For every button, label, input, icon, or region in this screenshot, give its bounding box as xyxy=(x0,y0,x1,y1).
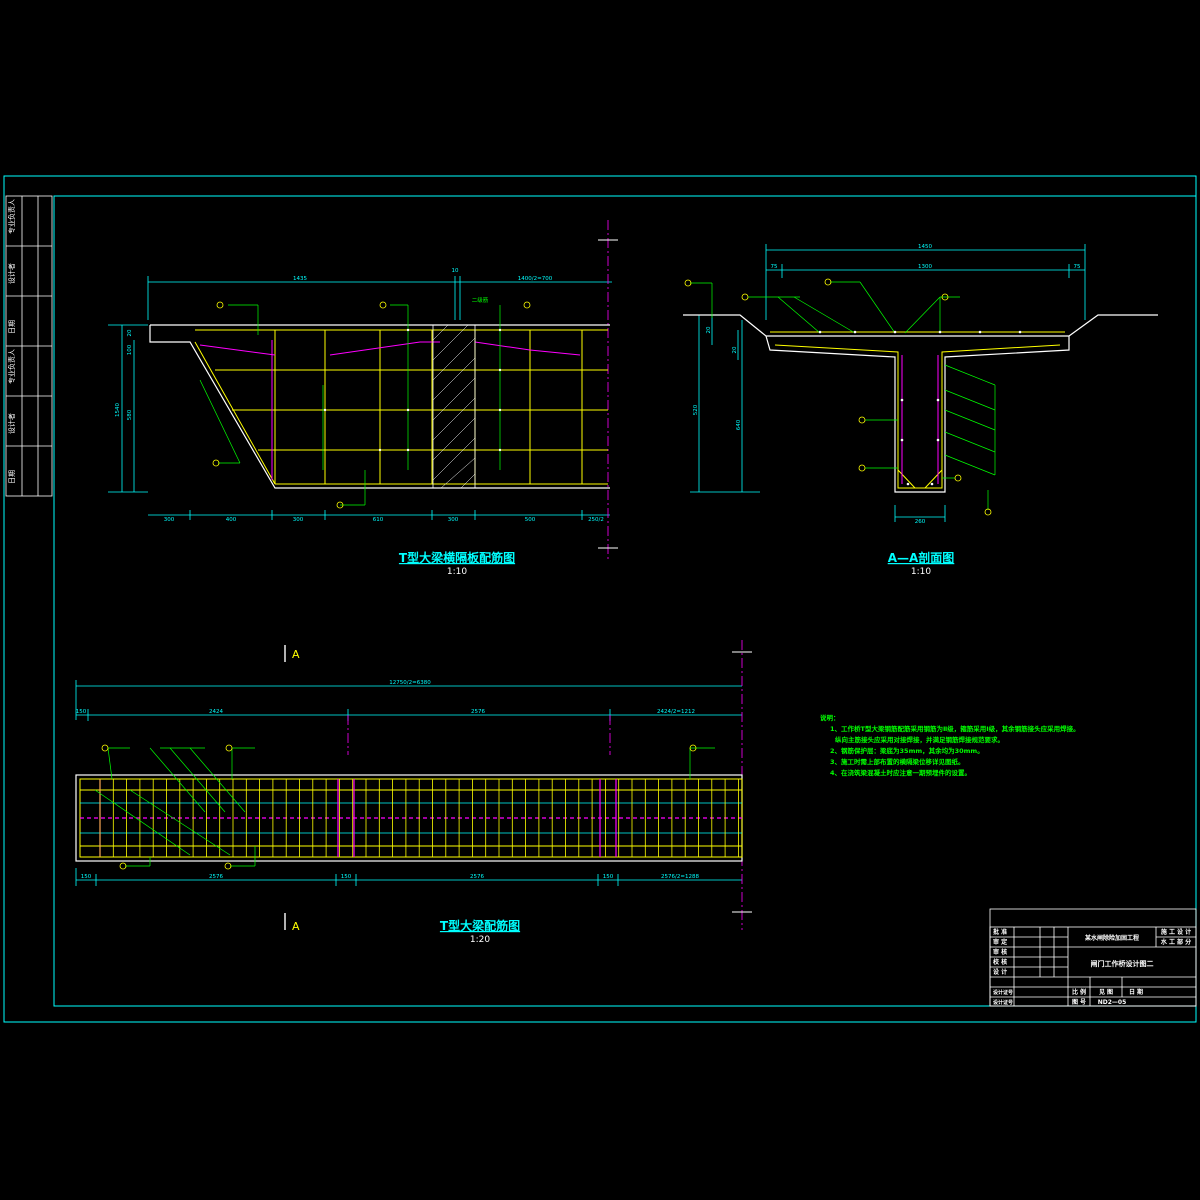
tb-stage-2: 水 工 部 分 xyxy=(1161,938,1191,946)
tb-row-3: 审 核 xyxy=(993,948,1007,956)
tb-number-value: ND2—05 xyxy=(1098,999,1127,1006)
dia-double-label: 二级筋 xyxy=(472,296,489,304)
beam-top-dim-4: 150 xyxy=(76,709,87,715)
tb-number-label: 图 号 xyxy=(1072,998,1086,1006)
title-block-text: 批 准 审 定 审 核 校 核 设 计 设计证号 设计证号 某水闸除险加固工程 … xyxy=(993,928,1191,1006)
tb-row-4: 校 核 xyxy=(993,958,1007,966)
left-strip-cell-3: 日期 xyxy=(8,320,16,334)
dia-top-dim-2: 10 xyxy=(452,268,459,274)
tb-row-5: 设 计 xyxy=(993,968,1007,976)
tb-stage-1: 施 工 设 计 xyxy=(1161,928,1191,936)
tb-scale-label: 比 例 xyxy=(1072,988,1086,996)
inner-frame xyxy=(53,195,1197,1007)
sec-top-dim-4: 75 xyxy=(1074,264,1081,270)
tb-drawing-name: 闸门工作桥设计图二 xyxy=(1091,959,1154,968)
dia-top-dim-3: 1400/2=700 xyxy=(518,276,553,282)
dia-bottom-dim-4: 610 xyxy=(373,517,384,523)
dia-bottom-dim-2: 400 xyxy=(226,517,237,523)
sec-top-dim-3: 75 xyxy=(771,264,778,270)
left-strip-labels: 专业负责人 设计者 日期 专业负责人 设计者 日期 xyxy=(7,199,16,484)
sec-top-dim-1: 1450 xyxy=(918,244,932,250)
section-marks: A A xyxy=(284,645,300,933)
tb-project: 某水闸除险加固工程 xyxy=(1085,934,1139,942)
beam-scale: 1:20 xyxy=(470,935,490,945)
section-aa-scale: 1:10 xyxy=(911,567,931,577)
sec-top-dim-2: 1300 xyxy=(918,264,932,270)
notes-line-2: 纵向主筋接头应采用对接焊接，并满足钢筋焊接规范要求。 xyxy=(835,735,1004,744)
section-mark-top: A xyxy=(292,648,300,661)
dia-bottom-dim-3: 300 xyxy=(293,517,304,523)
beam-title: T型大梁配筋图 xyxy=(440,918,520,933)
diaphragm-drawing xyxy=(108,220,618,560)
title-block xyxy=(989,908,1197,1007)
notes-line-4: 3、施工时需上部布置的横隔梁位移详见图纸。 xyxy=(830,757,965,766)
beam-labels: 12750/2=6380 2424 2576 2424/2=1212 150 1… xyxy=(76,680,700,880)
notes-line-1: 1、工作桥T型大梁钢筋配筋采用钢筋为Ⅱ级，箍筋采用Ⅰ级，其余钢筋接头应采用焊接。 xyxy=(830,724,1080,733)
left-strip-cell-5: 设计者 xyxy=(7,413,16,434)
dia-left-dim-4: 20 xyxy=(127,329,133,336)
beam-bottom-dim-5: 150 xyxy=(603,874,614,880)
dia-left-dim-1: 1540 xyxy=(115,403,121,417)
section-aa-labels: 1450 1300 75 75 20 20 520 640 260 xyxy=(693,244,1081,525)
tb-row-7: 设计证号 xyxy=(993,999,1013,1006)
tb-scale-value: 见 图 xyxy=(1099,988,1113,996)
sec-bottom-dim: 260 xyxy=(915,519,926,525)
sec-left-dim-2: 20 xyxy=(732,346,738,353)
beam-bottom-dim-1: 150 xyxy=(81,874,92,880)
notes-line-3: 2、钢筋保护层：梁底为35mm，其余均为30mm。 xyxy=(830,746,984,755)
beam-top-dim-2: 2576 xyxy=(471,709,485,715)
left-strip-cell-4: 专业负责人 xyxy=(7,349,16,384)
tb-date-label: 日 期 xyxy=(1129,988,1143,996)
dia-left-dim-2: 580 xyxy=(127,409,133,420)
left-signature-strip xyxy=(5,195,53,497)
dia-left-dim-3: 100 xyxy=(127,344,133,355)
left-strip-cell-6: 日期 xyxy=(8,470,16,484)
beam-drawing xyxy=(75,640,752,930)
section-aa-title: A—A剖面图 xyxy=(888,550,955,565)
notes-heading: 说明： xyxy=(820,713,840,722)
dia-top-dim-1: 1435 xyxy=(293,276,307,282)
dia-bottom-dim-7: 250/2 xyxy=(588,517,604,523)
beam-bottom-dim-2: 2576 xyxy=(209,874,223,880)
beam-bottom-dim-6: 2576/2=1288 xyxy=(661,874,699,880)
left-strip-cell-1: 专业负责人 xyxy=(7,199,16,234)
beam-top-dim-total: 12750/2=6380 xyxy=(389,680,431,686)
notes-line-5: 4、在浇筑梁混凝土时应注意一期预埋件的设置。 xyxy=(830,768,971,777)
dia-bottom-dim-5: 300 xyxy=(448,517,459,523)
sec-left-dim-1: 20 xyxy=(706,326,712,333)
diaphragm-scale: 1:10 xyxy=(447,567,467,577)
sec-left-dim-4: 640 xyxy=(736,419,742,430)
tb-row-6: 设计证号 xyxy=(993,989,1013,996)
beam-top-dim-3: 2424/2=1212 xyxy=(657,709,695,715)
beam-top-dim-1: 2424 xyxy=(209,709,223,715)
tb-row-1: 批 准 xyxy=(993,928,1007,936)
diaphragm-title: T型大梁横隔板配筋图 xyxy=(399,550,515,565)
left-strip-cell-2: 设计者 xyxy=(7,263,16,284)
dia-bottom-dim-6: 500 xyxy=(525,517,536,523)
tb-row-2: 审 定 xyxy=(993,938,1007,946)
diaphragm-labels: 1435 10 1400/2=700 二级筋 300 400 300 610 3… xyxy=(115,268,604,523)
beam-bottom-dim-3: 150 xyxy=(341,874,352,880)
dia-bottom-dim-1: 300 xyxy=(164,517,175,523)
section-aa-drawing xyxy=(683,244,1158,522)
notes-block: 说明： 1、工作桥T型大梁钢筋配筋采用钢筋为Ⅱ级，箍筋采用Ⅰ级，其余钢筋接头应采… xyxy=(820,713,1080,777)
sec-left-dim-3: 520 xyxy=(693,404,699,415)
section-mark-bottom: A xyxy=(292,920,300,933)
beam-bottom-dim-4: 2576 xyxy=(470,874,484,880)
